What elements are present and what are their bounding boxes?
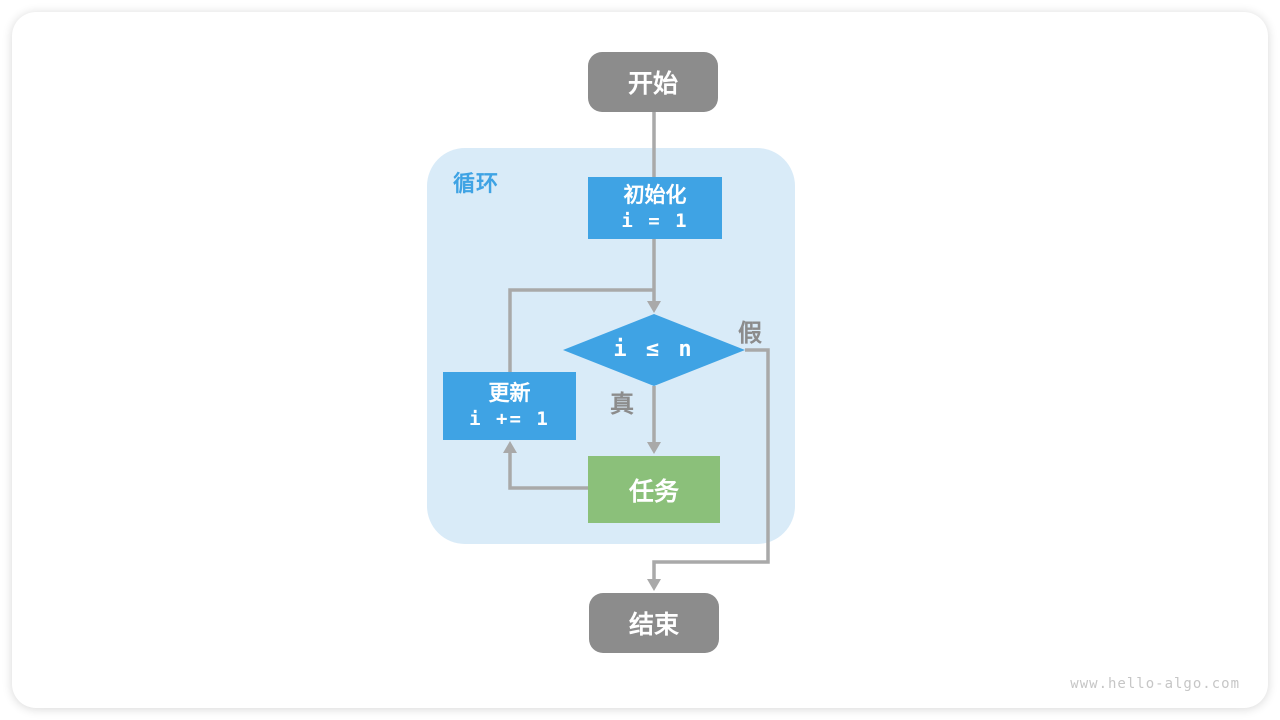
branch-false-label: 假	[738, 320, 762, 347]
arrowhead-into-task	[647, 442, 661, 454]
arrowhead-into-end	[647, 579, 661, 591]
arrowhead-into-condition	[647, 301, 661, 313]
end-node-label: 结束	[628, 611, 679, 639]
connector-condition-end	[652, 348, 770, 579]
condition-node-code: i ≤ n	[613, 337, 695, 362]
init-node-title: 初始化	[623, 183, 687, 207]
end-node: 结束	[589, 593, 719, 653]
connector-task-update	[508, 453, 588, 490]
connector-update-loopback	[508, 288, 654, 372]
task-node-label: 任务	[628, 477, 679, 506]
task-node: 任务	[588, 456, 720, 523]
init-node-code: i = 1	[621, 209, 689, 232]
update-node-code: i += 1	[469, 407, 550, 430]
branch-true-label: 真	[610, 391, 634, 418]
loop-label: 循环	[453, 171, 500, 196]
arrowhead-into-update	[503, 441, 517, 453]
update-node: 更新 i += 1	[443, 372, 576, 440]
init-node: 初始化 i = 1	[588, 177, 722, 239]
start-node: 开始	[588, 52, 718, 112]
condition-diamond	[563, 314, 745, 386]
start-node-label: 开始	[627, 70, 678, 98]
watermark: www.hello-algo.com	[1070, 676, 1240, 692]
update-node-title: 更新	[488, 381, 531, 405]
